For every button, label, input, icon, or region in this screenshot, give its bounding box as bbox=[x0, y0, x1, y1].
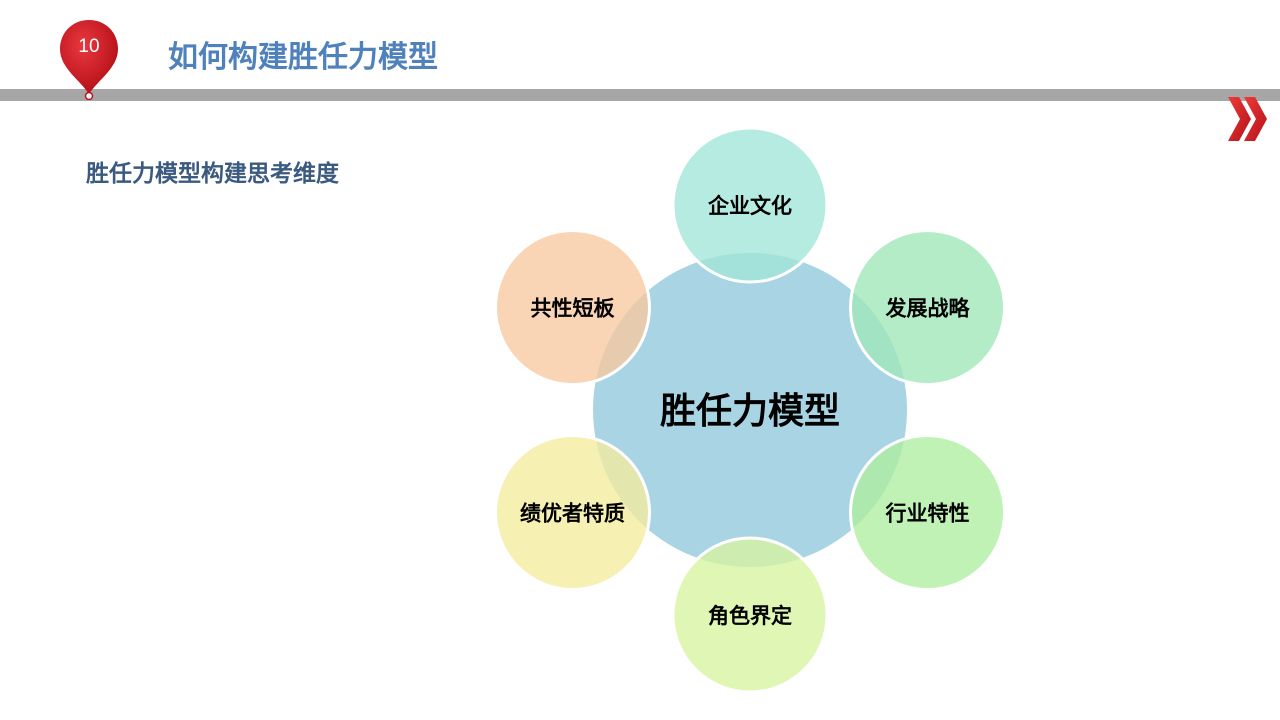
node-label-2: 发展战略 bbox=[885, 297, 971, 321]
page-title: 如何构建胜任力模型 bbox=[168, 40, 438, 75]
node-label-5: 绩优者特质 bbox=[520, 502, 625, 526]
node-circle-1 bbox=[671, 126, 829, 284]
node-label-3: 行业特性 bbox=[885, 502, 970, 526]
center-circle bbox=[593, 253, 907, 567]
node-label-1: 企业文化 bbox=[707, 194, 792, 218]
header-divider bbox=[0, 89, 1280, 101]
center-label: 胜任力模型 bbox=[660, 391, 840, 432]
node-circle-3 bbox=[849, 434, 1006, 591]
section-subtitle: 胜任力模型构建思考维度 bbox=[86, 161, 339, 187]
double-chevron-right-icon[interactable] bbox=[1226, 94, 1270, 144]
node-label-6: 共性短板 bbox=[531, 297, 616, 321]
map-pin-icon bbox=[60, 20, 118, 100]
page-number: 10 bbox=[78, 36, 100, 57]
node-circle-2 bbox=[849, 229, 1006, 386]
node-label-4: 角色界定 bbox=[708, 604, 792, 628]
node-circle-6 bbox=[494, 229, 651, 386]
node-circle-5 bbox=[494, 434, 651, 591]
node-circle-4 bbox=[671, 536, 829, 694]
